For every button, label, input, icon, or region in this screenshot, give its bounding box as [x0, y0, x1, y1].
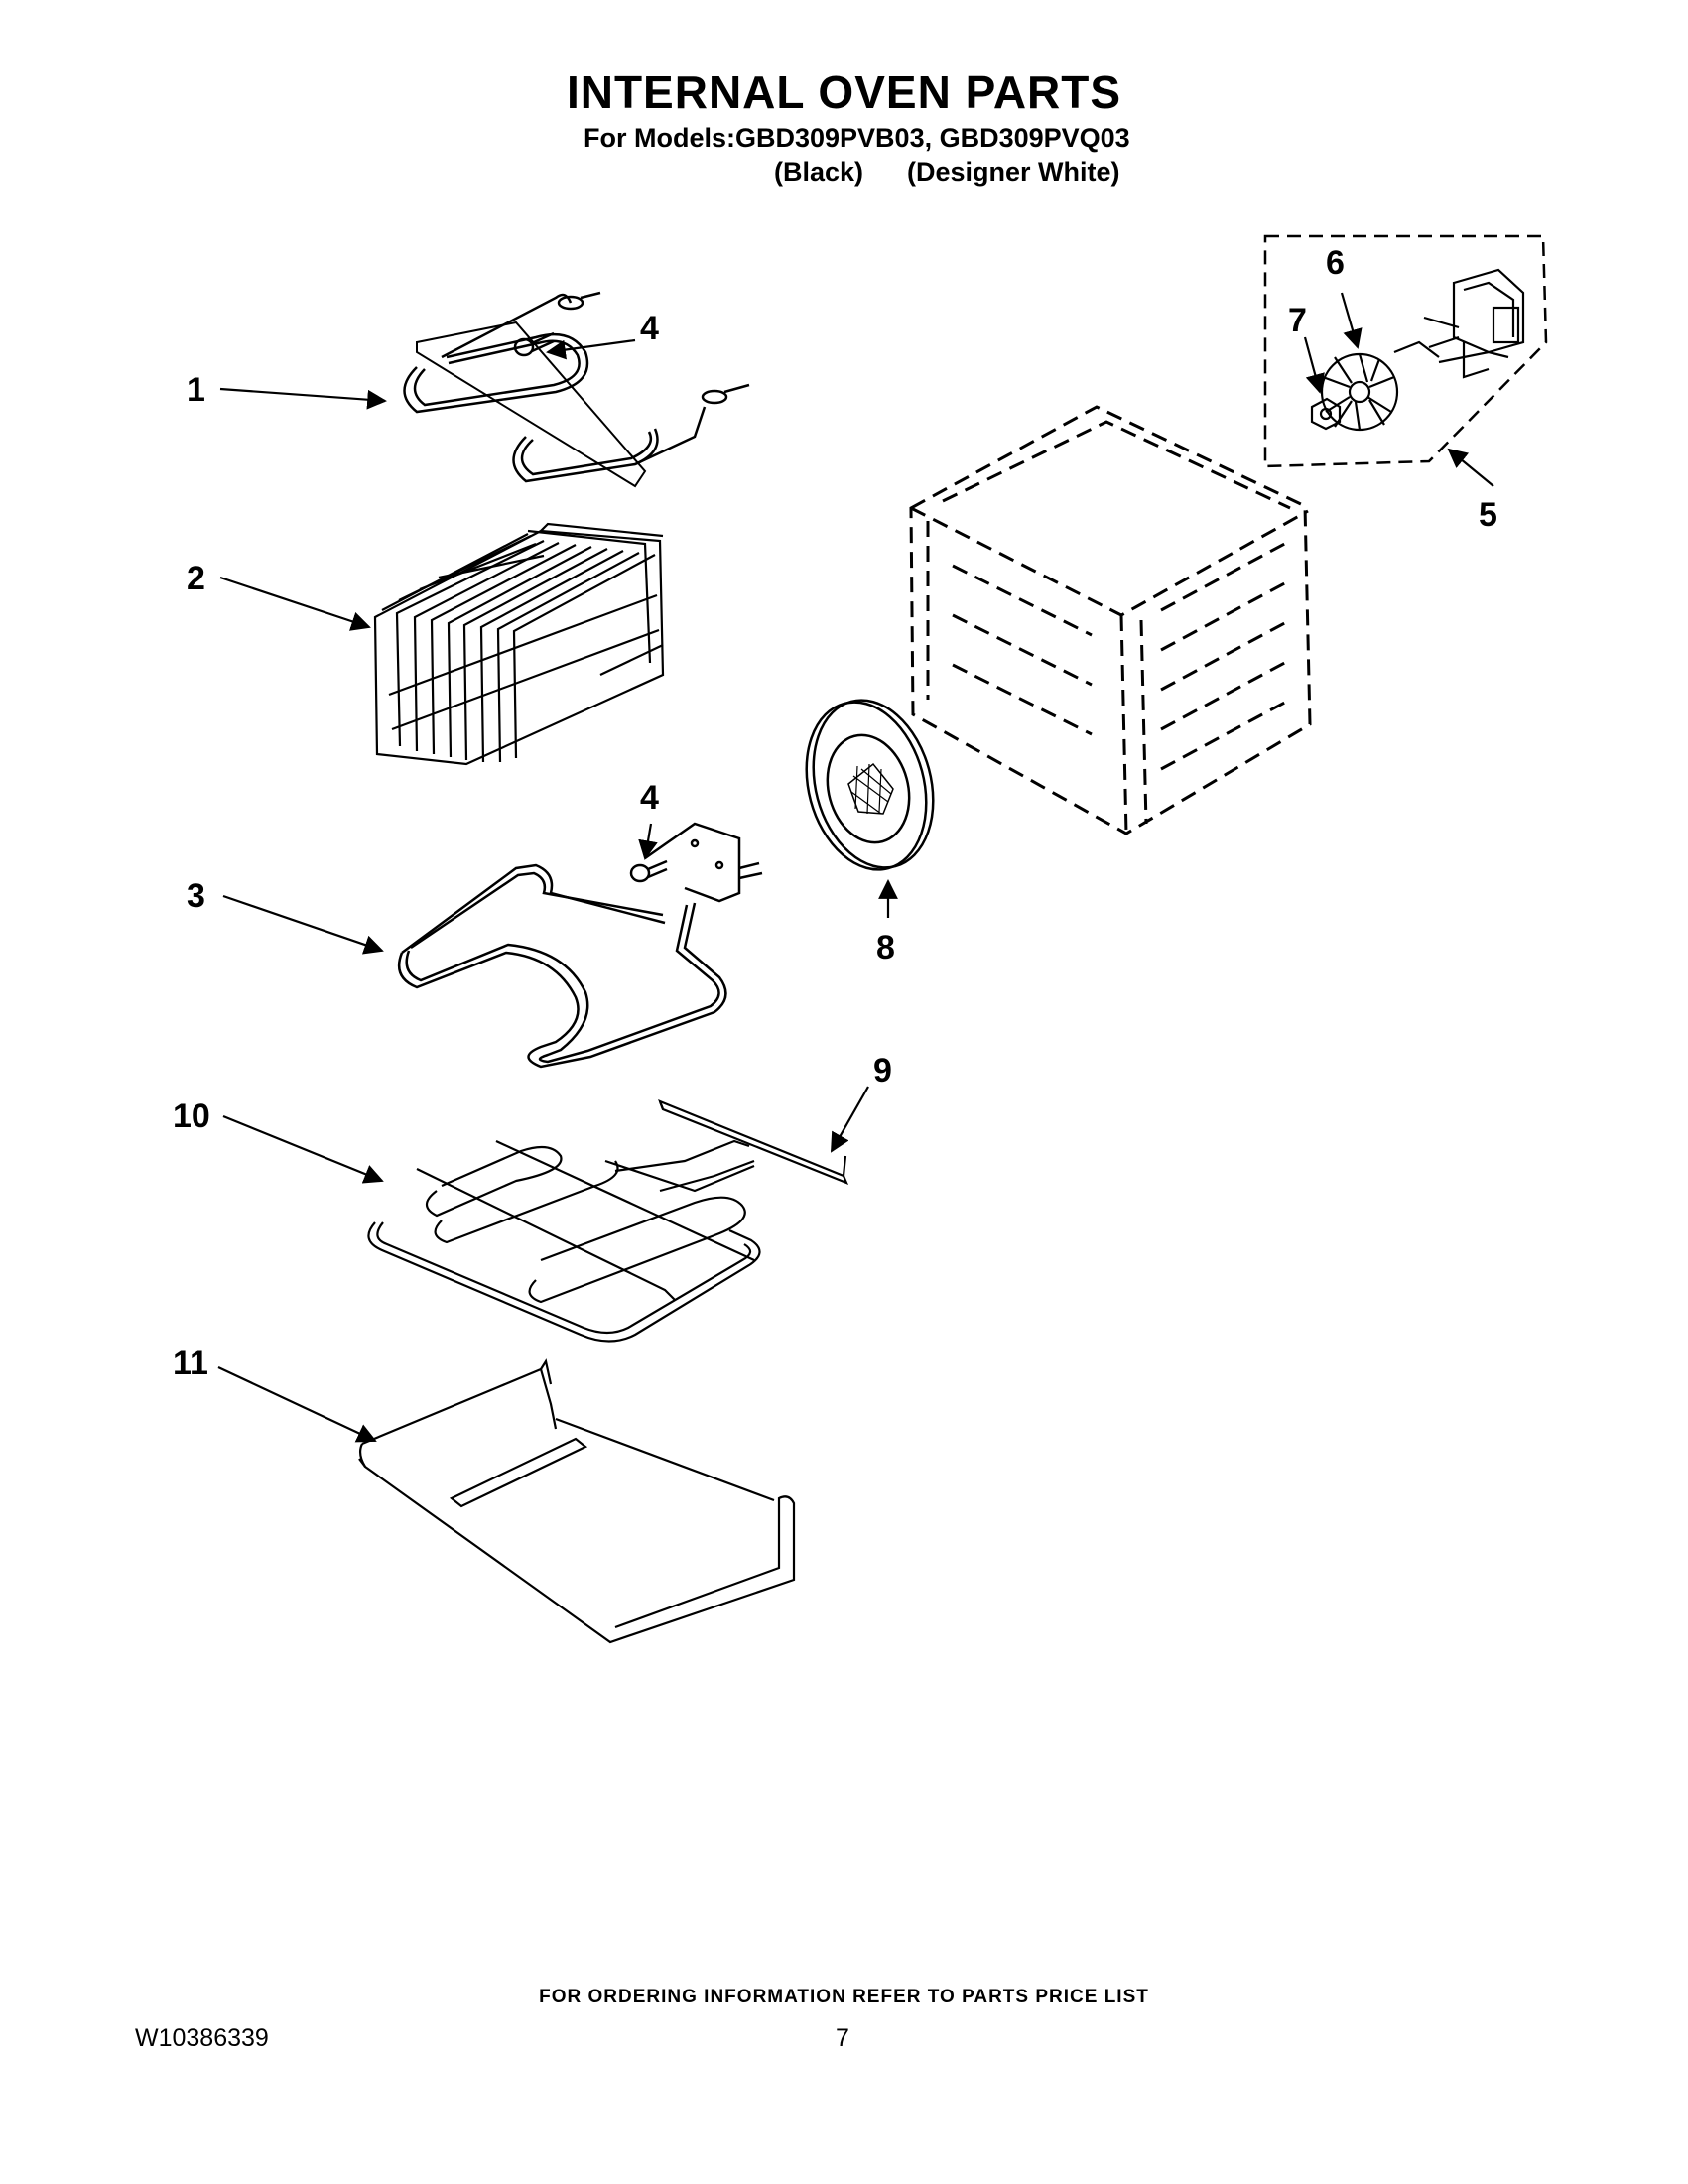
oven-cavity-dashed: [909, 405, 1312, 835]
variant-white-label: (Designer White): [907, 157, 1120, 187]
drip-tray-part: [358, 1358, 796, 1644]
callout-4-lower: 4: [640, 779, 659, 817]
ordering-note: FOR ORDERING INFORMATION REFER TO PARTS …: [539, 1987, 1149, 2007]
callout-1: 1: [187, 371, 205, 409]
hidden-bake-element-part: [367, 1140, 761, 1343]
callout-4-upper: 4: [640, 310, 659, 347]
callout-10: 10: [173, 1097, 210, 1135]
callout-2: 2: [187, 560, 205, 597]
variant-black-label: (Black): [774, 157, 864, 187]
convection-fan-group-box: [1263, 234, 1548, 468]
bracket-part: [614, 1099, 849, 1193]
page-number: 7: [836, 2024, 849, 2052]
screw-part-lower: [629, 859, 668, 883]
upper-element-part: [403, 291, 750, 488]
leader-lines: [217, 292, 1494, 1443]
callout-8: 8: [876, 929, 895, 966]
models-line: For Models:GBD309PVB03, GBD309PVQ03: [584, 123, 1130, 153]
document-number: W10386339: [135, 2024, 269, 2052]
oven-rack-part: [373, 522, 665, 766]
callout-9: 9: [873, 1052, 892, 1090]
callout-7: 7: [1288, 302, 1307, 339]
fan-cover-part: [805, 699, 935, 871]
callout-3: 3: [187, 877, 205, 915]
fan-motor-part: [1393, 268, 1525, 379]
callout-6: 6: [1326, 244, 1345, 282]
page-title: INTERNAL OVEN PARTS: [566, 66, 1122, 118]
callout-5: 5: [1479, 496, 1497, 534]
callout-11: 11: [173, 1345, 208, 1382]
broil-element-part: [397, 822, 763, 1069]
nut-part: [1310, 397, 1342, 431]
fan-blade-part: [1320, 352, 1399, 432]
